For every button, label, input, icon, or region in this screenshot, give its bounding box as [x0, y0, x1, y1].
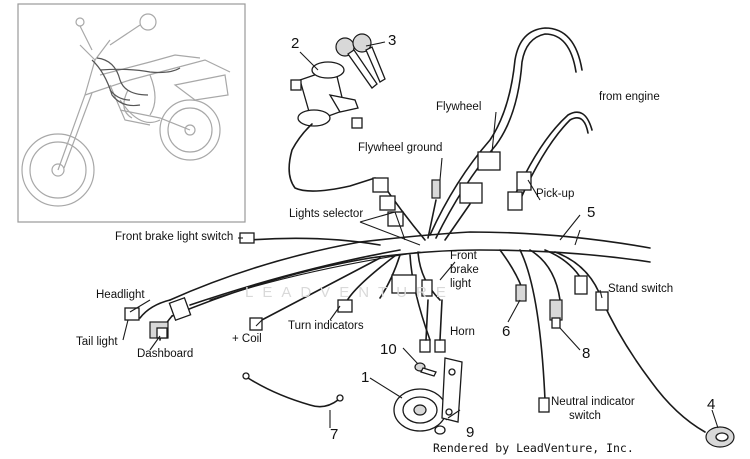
label-from-engine: from engine	[599, 91, 660, 103]
motorcycle-inset	[17, 3, 246, 223]
ignition-switch	[290, 61, 363, 129]
callout-1: 1	[361, 369, 370, 386]
label-neutral-indicator-line2: switch	[569, 410, 601, 422]
label-pick-up: Pick-up	[536, 188, 575, 200]
ignition-keys	[335, 33, 386, 89]
main-harness	[124, 231, 651, 341]
label-stand-switch: Stand switch	[608, 283, 674, 295]
leader-lines	[122, 41, 719, 429]
callout-4: 4	[707, 396, 716, 413]
label-front-brake-light-line2: brake	[450, 264, 479, 276]
screw	[414, 362, 437, 377]
label-flywheel-ground: Flywheel ground	[358, 142, 443, 154]
render-credit: Rendered by LeadVenture, Inc.	[433, 441, 634, 455]
label-neutral-indicator-line1: Neutral indicator	[551, 396, 635, 408]
callout-3: 3	[388, 32, 397, 49]
label-flywheel: Flywheel	[436, 101, 482, 113]
watermark: LEADVENTURE	[245, 284, 455, 301]
callout-2: 2	[291, 35, 300, 52]
horn	[393, 388, 453, 432]
label-dashboard: Dashboard	[137, 348, 194, 360]
label-horn: Horn	[450, 326, 475, 338]
callout-5: 5	[587, 204, 596, 221]
horn-bracket	[434, 357, 463, 435]
label-lights-selector: Lights selector	[289, 208, 364, 220]
callout-9: 9	[466, 424, 475, 441]
label-front-brake-light-switch: Front brake light switch	[115, 231, 234, 243]
callout-10: 10	[380, 341, 397, 358]
flywheel-connector	[477, 151, 501, 171]
label-front-brake-light-line3: light	[450, 278, 472, 290]
callout-6: 6	[502, 323, 511, 340]
front-brake-light-connector	[391, 274, 417, 294]
callout-7: 7	[330, 426, 339, 443]
callout-8: 8	[582, 345, 591, 362]
label-turn-indicators: Turn indicators	[288, 320, 364, 332]
label-front-brake-light-line1: Front	[450, 250, 477, 262]
label-coil: + Coil	[232, 333, 262, 345]
label-headlight: Headlight	[96, 289, 145, 301]
label-tail-light: Tail light	[76, 336, 118, 348]
